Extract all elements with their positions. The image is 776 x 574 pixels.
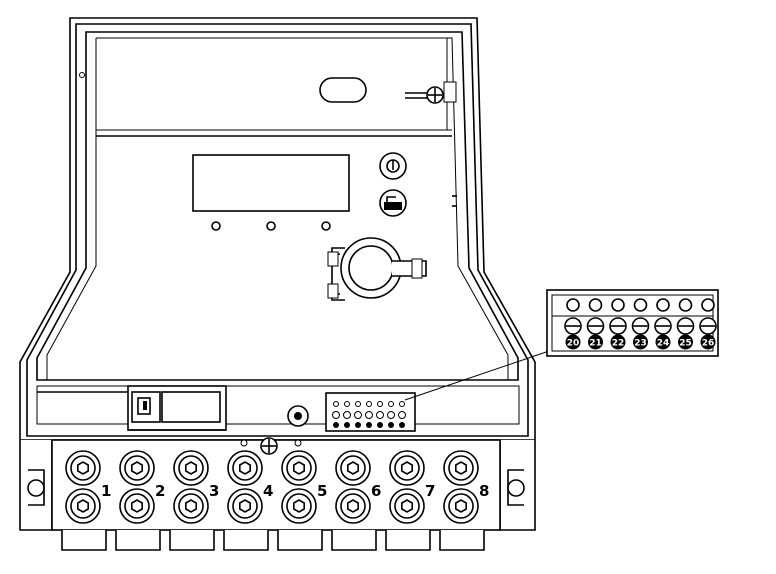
hex-socket <box>185 499 197 513</box>
terminal-foot <box>439 530 485 551</box>
mini-terminal-screw <box>343 411 351 419</box>
aux-terminal-inset: 20 21 22 23 24 25 26 <box>546 289 719 357</box>
aux-terminal-badge <box>655 334 671 350</box>
leader-line <box>404 349 553 401</box>
mini-terminal-hole <box>355 401 361 407</box>
hex-socket <box>454 499 468 513</box>
scroll-button[interactable] <box>379 152 407 180</box>
led-indicator <box>321 221 331 231</box>
hex-socket <box>292 461 306 475</box>
terminal-number: 5 <box>317 482 327 500</box>
mini-terminal-hole <box>388 401 394 407</box>
terminal-number: 8 <box>479 482 489 500</box>
aux-terminal-label: 25 <box>679 339 692 349</box>
optical-port-icon <box>327 237 427 301</box>
aux-terminal-badge <box>633 334 648 350</box>
aux-terminal-badge <box>565 334 581 350</box>
terminal-foot <box>277 530 323 551</box>
mini-terminal-number <box>388 422 394 428</box>
mini-terminal-number <box>333 422 339 428</box>
hex-socket <box>185 461 197 475</box>
hex-socket <box>346 499 360 513</box>
lcd-display <box>192 154 350 212</box>
mini-terminal-screw <box>398 411 406 419</box>
hex-socket <box>400 499 414 513</box>
mini-terminal-screw <box>376 411 384 419</box>
mini-terminal-number <box>355 422 361 428</box>
aux-terminal-label: 21 <box>589 339 602 349</box>
terminal-number: 7 <box>425 482 435 500</box>
mini-terminal-hole <box>333 401 339 407</box>
terminal-foot <box>115 530 161 551</box>
main-terminal-block: 1 2 3 4 5 6 7 8 <box>19 437 536 551</box>
hanging-hole <box>319 77 367 103</box>
mini-terminal-hole <box>366 401 372 407</box>
aux-terminal-hole <box>566 298 580 312</box>
terminal-feet <box>61 530 485 551</box>
aux-terminal-label: 22 <box>612 339 625 349</box>
aux-terminal-label: 24 <box>657 339 670 349</box>
aux-terminal-badge <box>588 334 603 350</box>
terminal-number: 3 <box>209 482 219 500</box>
mini-terminal-hole <box>399 401 405 407</box>
aux-terminal-hole <box>588 298 603 312</box>
aux-terminal-label: 20 <box>567 339 580 349</box>
hex-socket <box>77 499 89 513</box>
hex-socket <box>454 461 468 475</box>
aux-terminal-badge <box>610 334 626 350</box>
top-cover <box>96 38 457 137</box>
meter-housing <box>19 17 536 441</box>
aux-terminal-label: 23 <box>634 339 647 349</box>
hex-socket <box>131 461 143 475</box>
terminal-foot <box>61 530 107 551</box>
mini-terminal-hole <box>344 401 350 407</box>
mini-terminal-number <box>377 422 383 428</box>
terminal-number: 6 <box>371 482 381 500</box>
hex-socket <box>400 461 414 475</box>
aux-terminal-group: 20 21 22 23 24 25 26 <box>564 298 717 350</box>
aux-terminal-hole <box>633 298 648 312</box>
mini-terminal-screw <box>365 411 373 419</box>
aux-terminal-hole <box>701 298 715 312</box>
terminal-foot <box>385 530 431 551</box>
hex-socket <box>239 499 251 513</box>
mini-terminal-group <box>332 401 406 428</box>
aux-terminal-badge <box>700 334 716 350</box>
led-indicator <box>266 221 276 231</box>
terminal-foot <box>223 530 269 551</box>
terminal-strip <box>36 385 520 432</box>
lock-icon[interactable] <box>379 189 407 217</box>
seal-screw-icon <box>405 86 444 104</box>
mini-terminal-number <box>366 422 372 428</box>
terminal-foot <box>169 530 215 551</box>
mini-terminal-hole <box>377 401 383 407</box>
hex-socket <box>77 461 89 475</box>
aux-terminal-hole <box>678 298 693 312</box>
aux-terminal-hole <box>656 298 670 312</box>
aux-terminal-hole <box>611 298 625 312</box>
terminal-number: 2 <box>155 482 165 500</box>
aux-terminal-label: 26 <box>702 339 715 349</box>
aux-terminal-badge <box>678 334 693 350</box>
mini-terminal-screw <box>387 411 395 419</box>
terminal-number: 4 <box>263 482 273 500</box>
hex-socket <box>131 499 143 513</box>
mini-terminal-screw <box>332 411 340 419</box>
hex-socket <box>346 461 360 475</box>
mini-terminal-screw <box>354 411 362 419</box>
display-panel <box>192 154 350 231</box>
hex-socket <box>239 461 251 475</box>
led-indicator <box>211 221 221 231</box>
seal-screw-icon <box>260 437 278 455</box>
main-terminal-group: 1 2 3 4 5 6 7 8 <box>65 450 489 524</box>
terminal-foot <box>331 530 377 551</box>
mini-terminal-number <box>344 422 350 428</box>
terminal-number: 1 <box>101 482 111 500</box>
mini-terminal-number <box>399 422 405 428</box>
hex-socket <box>292 499 306 513</box>
